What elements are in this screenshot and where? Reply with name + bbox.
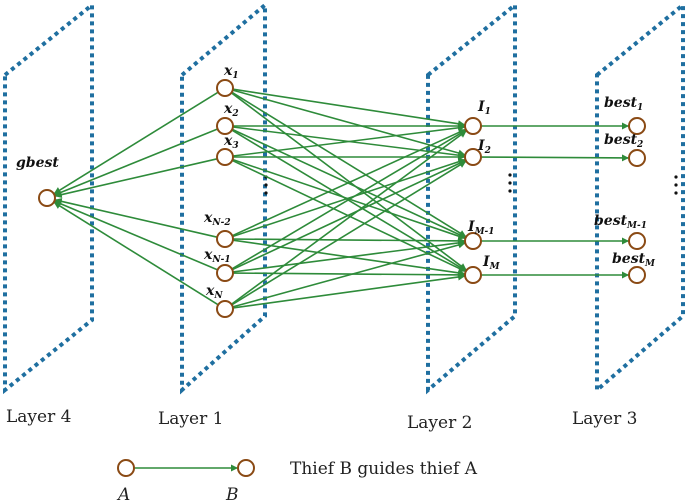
layer2-label: Layer 2 — [407, 413, 472, 433]
label-xN-1: xN-1 — [203, 247, 231, 265]
layer4-label: Layer 4 — [6, 407, 71, 427]
node-bestM-1 — [628, 232, 646, 250]
edge-xN1-to-gbest — [54, 200, 218, 271]
label-IM-1: IM-1 — [467, 219, 495, 237]
edge-xN2-to-gbest — [54, 197, 218, 238]
node-bestM — [628, 266, 646, 284]
edge-x1-to-I1 — [232, 88, 466, 128]
label-xN: xN — [205, 283, 223, 301]
label-bestM: bestM — [612, 251, 656, 269]
label-bestM-1: bestM-1 — [594, 213, 647, 231]
label-xN-2: xN-2 — [203, 210, 231, 228]
edge-xN2-to-IM1 — [232, 237, 466, 245]
node-gbest — [38, 189, 56, 207]
label-I1: I1 — [477, 99, 491, 117]
edge-xN1-to-IM — [232, 271, 466, 279]
layer2-ellipsis — [508, 173, 512, 193]
label-x3: x3 — [223, 133, 239, 151]
edge-xN2-to-I1 — [231, 128, 467, 237]
edge-x2-to-gbest — [54, 128, 218, 196]
node-I2 — [464, 148, 482, 166]
label-x2: x2 — [223, 101, 239, 119]
legend: A B Thief B guides thief A — [116, 459, 478, 504]
node-x1 — [216, 79, 234, 97]
legend-label-a: A — [116, 485, 130, 504]
label-gbest: gbest — [16, 155, 59, 171]
node-xN-1 — [216, 264, 234, 282]
edge-x1-to-gbest — [53, 91, 219, 195]
layer1-plane — [180, 0, 267, 395]
edge-x2-to-IM1 — [231, 128, 467, 239]
node-x2 — [216, 117, 234, 135]
legend-label-b: B — [225, 485, 239, 504]
layer4-plane — [2, 0, 94, 395]
layer1-label: Layer 1 — [158, 409, 223, 429]
node-x3 — [216, 148, 234, 166]
edge-xN-to-IM — [232, 273, 466, 309]
edge-xN1-to-I2 — [231, 159, 467, 271]
label-I2: I2 — [477, 138, 491, 156]
node-IM-1 — [464, 232, 482, 250]
legend-node-b — [237, 459, 255, 477]
node-best1 — [628, 117, 646, 135]
layer2-plane — [426, 0, 517, 395]
label-best1: best1 — [604, 95, 643, 113]
layer3-label: Layer 3 — [572, 409, 637, 429]
legend-node-a — [117, 459, 135, 477]
edge-x1-to-IM1 — [231, 91, 467, 238]
edge-xN-to-I1 — [230, 130, 468, 305]
legend-description: Thief B guides thief A — [290, 459, 478, 479]
layer3-ellipsis — [674, 175, 678, 195]
label-best2: best2 — [604, 132, 643, 150]
edge-xN1-to-IM1 — [232, 239, 466, 273]
edge-layer — [53, 88, 630, 309]
label-x1: x1 — [223, 63, 239, 81]
edge-xN-to-I2 — [231, 160, 467, 306]
edge-x3-to-gbest — [54, 158, 218, 199]
edge-xN2-to-I2 — [232, 158, 466, 238]
node-xN-2 — [216, 230, 234, 248]
edge-x3-to-I1 — [232, 124, 466, 157]
edge-xN-to-gbest — [53, 201, 219, 306]
node-IM — [464, 266, 482, 284]
label-IM: IM — [482, 254, 501, 272]
node-xN — [216, 300, 234, 318]
node-I1 — [464, 117, 482, 135]
edge-xN-to-IM1 — [232, 241, 466, 308]
edge-I2-to-best2 — [480, 154, 630, 162]
node-best2 — [628, 149, 646, 167]
layer3-plane — [595, 0, 685, 395]
edge-x1-to-I2 — [232, 89, 466, 157]
edge-xN1-to-I1 — [231, 129, 467, 270]
